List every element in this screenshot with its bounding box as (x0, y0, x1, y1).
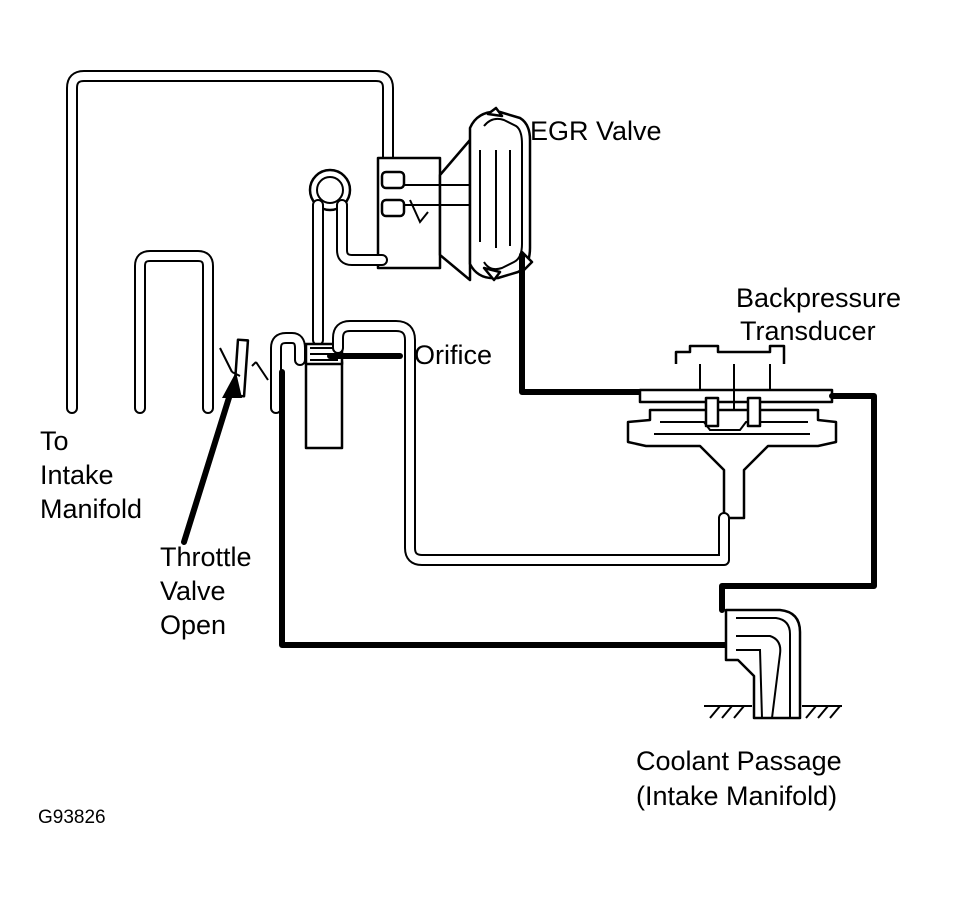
connector-to-throttle-hose (312, 199, 388, 346)
orifice-valve-block (304, 320, 730, 566)
coolant-passage (704, 608, 842, 720)
throttle-label-1: Throttle (160, 542, 252, 572)
throttle-arrow (181, 372, 242, 545)
transducer-to-coolant-line (719, 393, 877, 613)
orifice-label: Orifice (414, 340, 492, 370)
backpressure-transducer (626, 344, 838, 520)
u-shaped-hose (134, 250, 214, 414)
backpressure-label-2: Transducer (740, 316, 876, 346)
intake-label-3: Manifold (40, 494, 142, 524)
throttle-label-2: Valve (160, 576, 226, 606)
throttle-port (270, 332, 306, 414)
coolant-label-2: (Intake Manifold) (636, 781, 837, 811)
intake-label-2: Intake (40, 460, 114, 490)
throttle-valve (219, 338, 269, 398)
intake-manifold-hose (66, 70, 394, 414)
figure-code: G93826 (38, 807, 106, 828)
backpressure-label-1: Backpressure (736, 283, 901, 313)
throttle-label-3: Open (160, 610, 226, 640)
egr-valve (468, 106, 534, 282)
egr-valve-label: EGR Valve (530, 116, 662, 146)
egr-connector-block (308, 138, 472, 282)
egr-to-transducer-hose (519, 252, 643, 395)
throttle-to-coolant-line (279, 369, 743, 648)
coolant-label-1: Coolant Passage (636, 746, 842, 776)
intake-label-1: To (40, 426, 69, 456)
